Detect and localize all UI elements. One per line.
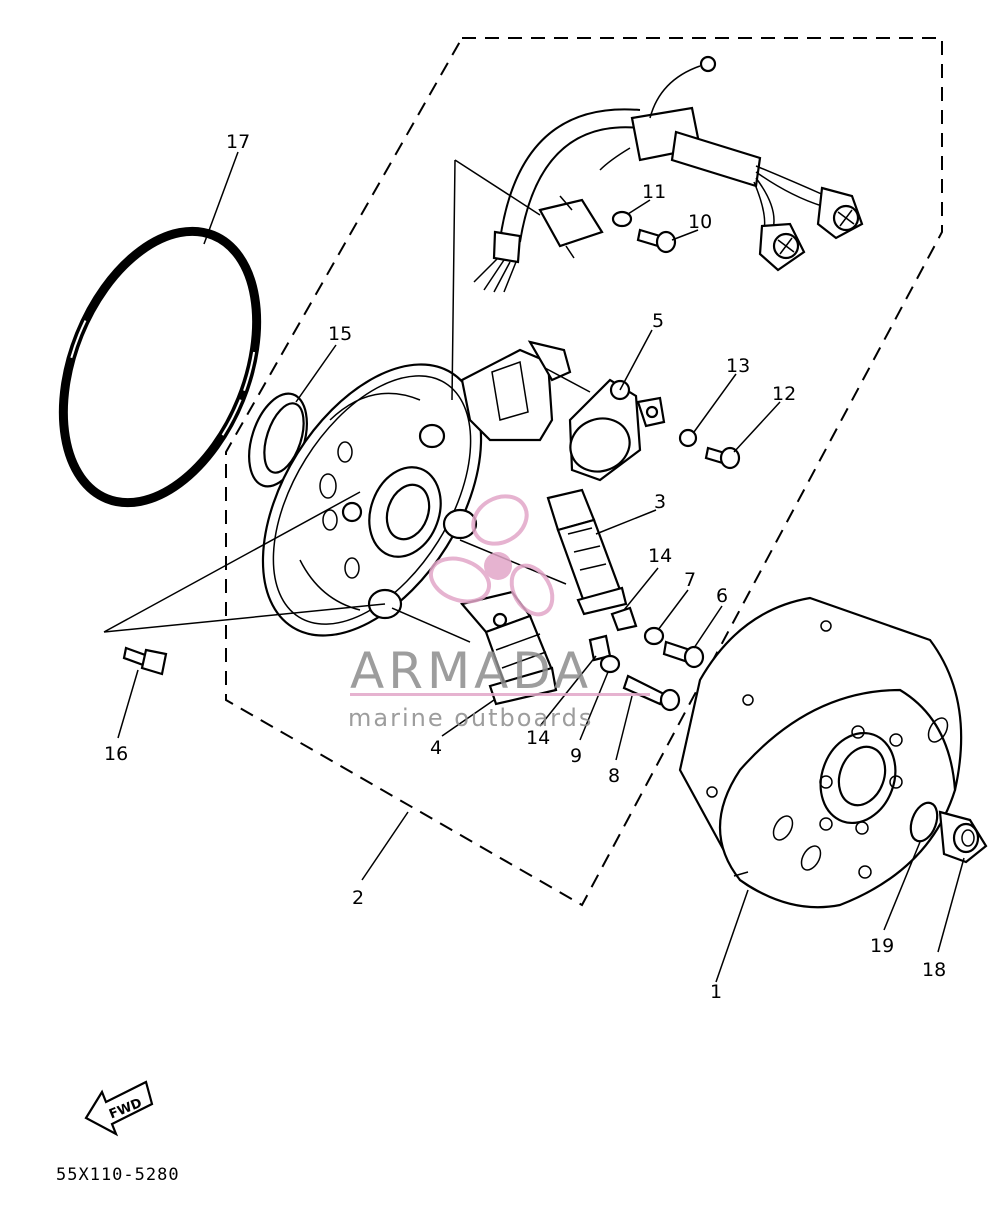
flywheel-part-1 bbox=[678, 596, 963, 909]
callout-7: 7 bbox=[684, 569, 696, 591]
leader-3 bbox=[595, 509, 657, 535]
nut-part-18 bbox=[938, 810, 988, 864]
callout-6: 6 bbox=[716, 585, 728, 607]
screw-part-10 bbox=[636, 228, 677, 254]
leader-10 bbox=[671, 229, 699, 241]
charge-coil-part-3 bbox=[546, 488, 628, 616]
leader-6 bbox=[693, 605, 723, 649]
callout-14-lower: 14 bbox=[526, 727, 550, 749]
leader-17 bbox=[203, 151, 239, 245]
leader-14b bbox=[539, 655, 597, 727]
leader-coil-3 bbox=[459, 539, 567, 585]
leader-19 bbox=[883, 841, 921, 931]
screw-part-12 bbox=[704, 446, 741, 470]
callout-15: 15 bbox=[328, 323, 352, 345]
leader-8 bbox=[615, 695, 633, 761]
callout-1: 1 bbox=[710, 981, 722, 1003]
leader-1 bbox=[715, 889, 749, 983]
leader-12 bbox=[733, 401, 781, 453]
propeller-logo-icon bbox=[428, 494, 555, 617]
leader-14a bbox=[623, 567, 659, 611]
callout-5: 5 bbox=[652, 310, 664, 332]
o-ring-part-17 bbox=[58, 226, 262, 508]
leader-18 bbox=[937, 857, 965, 953]
leader-7 bbox=[657, 589, 689, 631]
callout-19: 19 bbox=[870, 935, 894, 957]
watermark-divider bbox=[350, 693, 650, 696]
callout-12: 12 bbox=[772, 383, 796, 405]
assembly-boundary bbox=[225, 37, 943, 907]
watermark-brand: ARMADA bbox=[350, 642, 592, 700]
callout-8: 8 bbox=[608, 765, 620, 787]
leader-13 bbox=[693, 373, 737, 433]
leader-15 bbox=[295, 344, 337, 403]
armada-watermark: ARMADA marine outboards bbox=[348, 494, 650, 732]
callout-18: 18 bbox=[922, 959, 946, 981]
watermark-tagline: marine outboards bbox=[348, 704, 593, 732]
washer-part-9 bbox=[599, 654, 621, 674]
leader-5 bbox=[619, 329, 653, 391]
clip-part-14 bbox=[610, 606, 638, 632]
leader-11 bbox=[627, 199, 651, 215]
leader-coil-5 bbox=[544, 367, 591, 393]
harness-clamp bbox=[451, 159, 604, 401]
leader-4 bbox=[441, 699, 495, 737]
callout-9: 9 bbox=[570, 745, 582, 767]
screw-part-16 bbox=[103, 491, 386, 676]
wire-harness bbox=[473, 55, 864, 293]
leader-coil-4 bbox=[391, 607, 471, 643]
leader-9 bbox=[579, 671, 609, 741]
washer-part-7 bbox=[643, 626, 665, 646]
leader-2 bbox=[361, 811, 409, 881]
callout-3: 3 bbox=[654, 491, 666, 513]
callout-11: 11 bbox=[642, 181, 666, 203]
callout-14-upper: 14 bbox=[648, 545, 672, 567]
washer-part-11 bbox=[611, 210, 633, 228]
pulser-coil-part-5 bbox=[568, 378, 666, 482]
washer-part-19 bbox=[909, 801, 939, 843]
drawing-code: 55X110-5280 bbox=[56, 1165, 180, 1185]
fwd-arrow-icon: FWD bbox=[84, 1080, 154, 1137]
callout-2: 2 bbox=[352, 887, 364, 909]
screw-part-6 bbox=[662, 640, 705, 669]
callout-13: 13 bbox=[726, 355, 750, 377]
leader-16 bbox=[117, 669, 139, 739]
callout-17: 17 bbox=[226, 131, 250, 153]
callout-16: 16 bbox=[104, 743, 128, 765]
seal-part-15 bbox=[248, 392, 308, 488]
screw-part-8 bbox=[622, 674, 681, 712]
callout-4: 4 bbox=[430, 737, 442, 759]
callout-10: 10 bbox=[688, 211, 712, 233]
washer-part-13 bbox=[678, 428, 698, 448]
stator-base-plate bbox=[261, 340, 572, 637]
